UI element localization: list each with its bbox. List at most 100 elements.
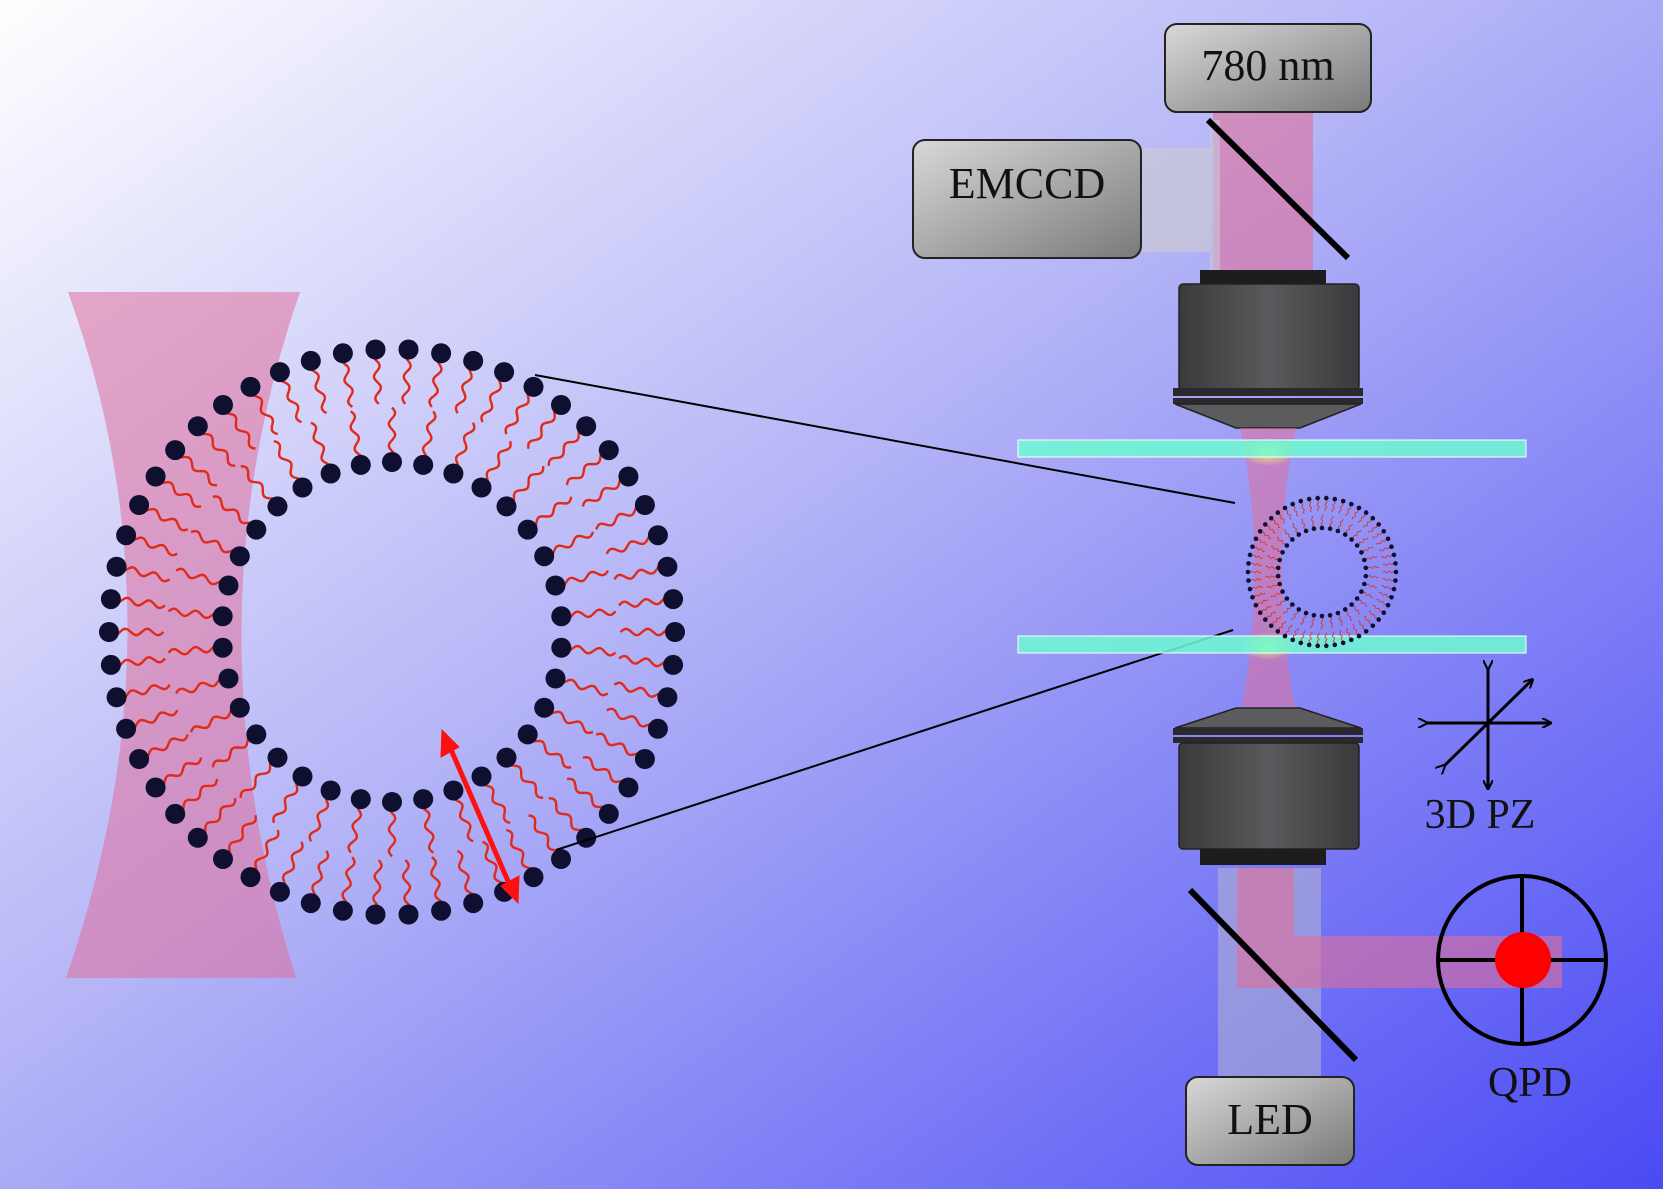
lipid-head (1246, 561, 1251, 566)
lipid-head (187, 827, 208, 848)
lipid-head (1335, 528, 1341, 534)
lipid-head (1284, 596, 1290, 601)
lipid-head (320, 463, 341, 484)
laser-label: 780 nm (1201, 41, 1334, 90)
piezo-label: 3D PZ (1425, 792, 1536, 838)
lipid-head (618, 777, 639, 798)
lipid-head (1280, 589, 1285, 594)
lipid-head (471, 766, 492, 787)
lipid-head (100, 654, 121, 675)
lipid-head (1362, 581, 1367, 587)
lipid-head (365, 904, 386, 925)
lipid-head (350, 454, 371, 475)
laser-source: 780 nm (1164, 23, 1372, 113)
lipid-head (1393, 578, 1398, 583)
dichroic-mirror-bottom (1187, 887, 1359, 1063)
lipid-head (1253, 602, 1259, 608)
lipid-head (494, 362, 515, 383)
lipid-head (598, 803, 619, 824)
lipid-head (1296, 532, 1302, 537)
lipid-head (1284, 543, 1290, 548)
lipid-head (320, 780, 341, 801)
lipid-head (1385, 536, 1391, 542)
lipid-head (1332, 496, 1338, 502)
lipid-heads (99, 339, 685, 925)
lipid-head (1393, 569, 1399, 575)
lipid-head (1303, 528, 1309, 534)
lipid-head (1250, 595, 1255, 600)
qpd-label: QPD (1488, 1060, 1572, 1106)
lipid-head (1290, 602, 1295, 607)
lipid-head (1275, 510, 1281, 515)
lipid-head (545, 668, 566, 689)
lipid-head (145, 466, 166, 487)
lipid-head (165, 440, 186, 461)
lipid-head (246, 519, 267, 540)
detector-spot (1495, 932, 1551, 988)
lipid-head (165, 803, 186, 824)
lipid-head (267, 747, 288, 768)
lipid-head (1376, 617, 1381, 622)
lipid-head (106, 556, 127, 577)
lipid-head (1359, 589, 1364, 594)
lipid-head (598, 440, 619, 461)
lipid-head (365, 339, 386, 360)
lipid-head (1349, 501, 1354, 507)
lipid-head (1282, 633, 1288, 639)
lipid-head (1290, 537, 1295, 542)
lipid-head (1363, 565, 1369, 571)
fluctuation-arrow (440, 728, 520, 905)
lipid-head (129, 495, 150, 515)
lipid-head (634, 749, 655, 769)
lipid-head (1324, 495, 1329, 501)
lipid-head (332, 900, 353, 921)
lipid-head (551, 606, 572, 627)
lipid-head (431, 900, 452, 921)
lipid-head (1393, 561, 1398, 566)
lipid-head (1389, 544, 1394, 549)
lipid-head (1385, 602, 1391, 608)
lipid-head (551, 637, 572, 658)
lipid-head (1247, 586, 1253, 592)
lipid-head (1263, 617, 1268, 622)
objective-lens-top (1173, 270, 1363, 429)
lipid-head (116, 718, 137, 739)
lipid-head (300, 893, 321, 914)
lipid-head (382, 452, 402, 472)
lipid-head (1246, 578, 1251, 583)
lipid-head (413, 789, 434, 810)
lipid-head (229, 697, 250, 718)
lipid-head (1247, 552, 1253, 558)
lipid-head (145, 777, 166, 798)
lipid-head (576, 416, 597, 437)
lipid-head (1263, 522, 1268, 527)
lipid-head (1370, 515, 1376, 521)
lipid-head (545, 575, 566, 596)
lipid-head (1311, 613, 1317, 618)
lipid-head (413, 454, 434, 475)
lipid-head (551, 849, 571, 869)
lipid-head (398, 904, 419, 925)
objective-lens-bottom (1173, 707, 1363, 865)
lipid-head (213, 849, 233, 869)
lipid-head (292, 766, 313, 787)
lipid-head (1257, 529, 1263, 534)
lipid-head (240, 867, 261, 888)
led-label: LED (1227, 1095, 1313, 1144)
lipid-head (1349, 602, 1354, 607)
lipid-head (1315, 643, 1320, 649)
dichroic-mirror-top (1205, 117, 1351, 261)
lipid-head (229, 546, 250, 567)
lipid-head (1354, 543, 1360, 548)
lipid-head (267, 496, 288, 517)
lipid-head (443, 463, 464, 484)
lipid-head (657, 556, 678, 577)
lipid-head (647, 718, 668, 739)
lipid-head (129, 749, 150, 769)
lipid-head (218, 575, 239, 596)
lipid-head (496, 496, 517, 517)
lipid-head (1319, 525, 1325, 531)
lipid-head (269, 362, 290, 383)
lipid-head (1342, 532, 1348, 537)
